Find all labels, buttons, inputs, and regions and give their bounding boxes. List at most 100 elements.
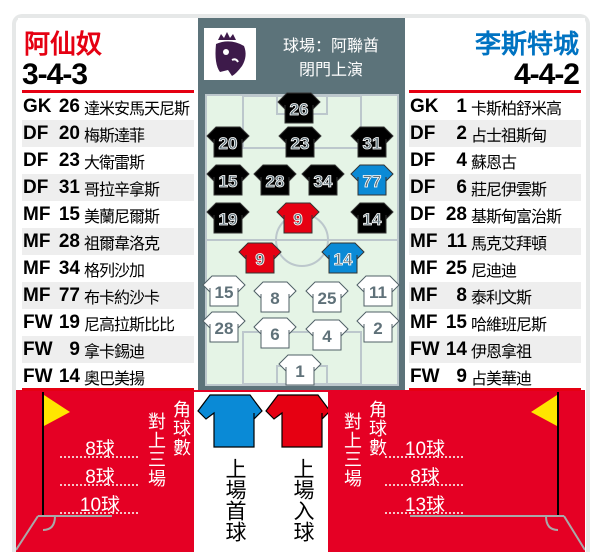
player-number: 28 (445, 203, 467, 225)
player-position: MF (23, 284, 51, 306)
player-number: 6 (456, 176, 467, 198)
away-corners-3: 13球 (404, 495, 446, 516)
player-number: 14 (58, 365, 80, 387)
player-position: DF (410, 149, 436, 171)
scored-label: 上場入球 (291, 458, 315, 542)
player-position: DF (23, 149, 49, 171)
player-number: 11 (446, 230, 467, 252)
player-number: 9 (69, 338, 80, 360)
corner-flag-icon (531, 392, 559, 515)
player-position: GK (410, 95, 439, 117)
player-number: 9 (456, 365, 467, 387)
player-name: 泰利文斯 (471, 287, 532, 307)
player-position: DF (410, 203, 436, 225)
player-name: 伊恩拿祖 (471, 341, 532, 361)
home-corners-1: 8球 (85, 439, 115, 460)
home-corners-2: 8球 (85, 467, 115, 488)
player-name: 蘇恩古 (471, 152, 517, 172)
player-number: 28 (58, 230, 80, 252)
player-number: 15 (445, 311, 467, 333)
player-name: 拿卡錫迪 (84, 341, 145, 361)
away-corners-2: 8球 (410, 467, 440, 488)
player-name: 大衛雷斯 (84, 152, 145, 172)
away-corners-1: 10球 (404, 439, 446, 460)
player-name: 哥拉辛拿斯 (84, 179, 160, 199)
home-formation: 3-4-3 (22, 58, 88, 91)
pitch (205, 94, 399, 386)
player-number: 14 (445, 338, 467, 360)
divider (385, 512, 463, 514)
player-number: 20 (58, 122, 80, 144)
divider (409, 388, 581, 391)
home-team-name: 阿仙奴 (24, 30, 103, 60)
player-position: DF (23, 122, 49, 144)
player-number: 1 (456, 95, 467, 117)
divider (409, 90, 581, 93)
player-name: 梅斯達菲 (84, 125, 145, 145)
away-formation: 4-4-2 (513, 58, 580, 91)
player-position: DF (410, 122, 436, 144)
player-position: DF (410, 176, 436, 198)
player-position: FW (23, 311, 53, 333)
home-corners-3: 10球 (79, 495, 121, 516)
player-position: MF (410, 230, 438, 252)
player-number: 23 (58, 149, 80, 171)
player-position: FW (410, 365, 440, 387)
divider (22, 388, 194, 391)
player-number: 8 (456, 284, 467, 306)
player-position: GK (23, 95, 52, 117)
player-number: 2 (456, 122, 467, 144)
premier-league-logo (204, 28, 256, 80)
player-position: MF (23, 257, 51, 279)
player-name: 奧巴美揚 (84, 368, 145, 388)
player-number: 31 (58, 176, 80, 198)
away-corners-label: 角球數 (366, 400, 387, 457)
player-position: MF (410, 284, 438, 306)
away-team-name: 李斯特城 (474, 30, 579, 60)
player-position: FW (23, 338, 53, 360)
player-position: DF (23, 176, 49, 198)
divider (22, 90, 194, 93)
player-position: MF (410, 257, 438, 279)
home-corners-label: 角球數 (170, 400, 191, 457)
player-name: 卡斯柏舒米高 (471, 98, 562, 118)
venue-line-2: 閉門上演 (298, 60, 363, 79)
divider (385, 456, 463, 458)
divider (60, 512, 138, 514)
player-number: 34 (58, 257, 80, 279)
player-position: MF (23, 203, 51, 225)
player-name: 尼迪迪 (471, 260, 517, 280)
player-number: 26 (58, 95, 80, 117)
first-goal-label: 上場首球 (223, 458, 247, 542)
player-position: MF (410, 311, 438, 333)
player-name: 占士祖斯甸 (471, 125, 547, 145)
player-position: MF (23, 230, 51, 252)
player-name: 祖爾韋洛克 (84, 233, 160, 253)
away-last3-label: 對上三場 (341, 412, 362, 488)
player-number: 77 (58, 284, 80, 306)
player-position: FW (23, 365, 53, 387)
player-number: 19 (58, 311, 80, 333)
player-number: 4 (456, 149, 467, 171)
